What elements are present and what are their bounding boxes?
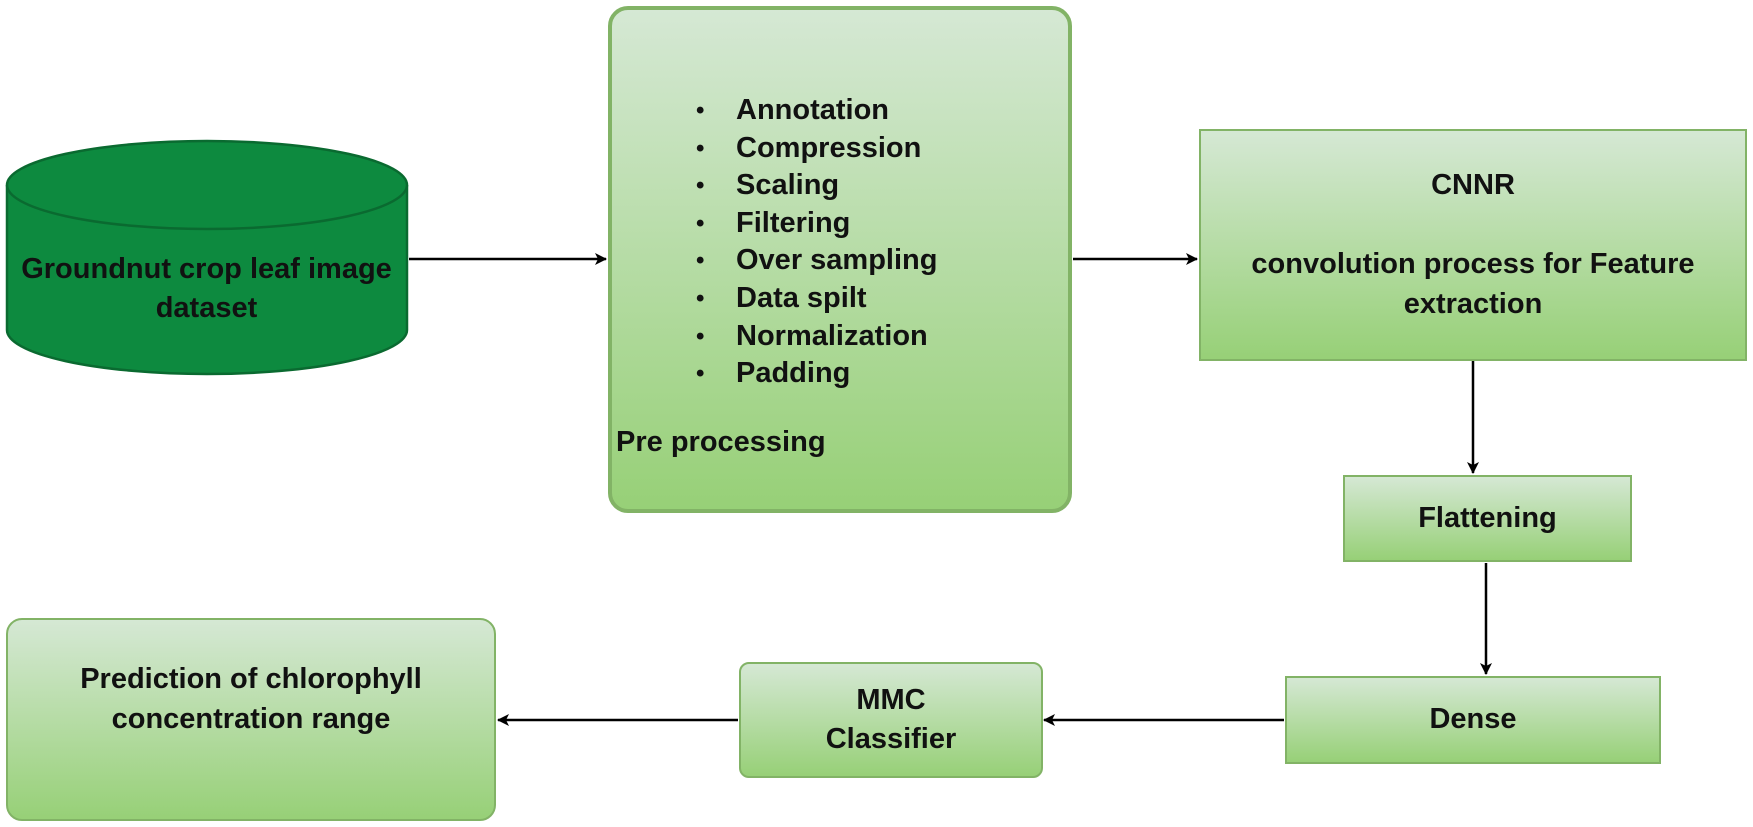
preprocessing-list: Annotation Compression Scaling Filtering… (696, 92, 937, 393)
dataset-cylinder (5, 139, 409, 376)
classifier-line1: MMC (856, 683, 926, 716)
list-item: Normalization (696, 318, 937, 356)
list-item: Over sampling (696, 242, 937, 280)
classifier-line2: Classifier (825, 723, 957, 755)
dense-label: Dense (1429, 703, 1517, 736)
flattening-box: Flattening (1343, 475, 1632, 562)
prediction-box: Prediction of chlorophyll concentration … (6, 618, 496, 821)
flattening-label: Flattening (1418, 501, 1557, 534)
classifier-box: MMC Classifier (739, 662, 1043, 778)
cnnr-title: CNNR (1431, 169, 1515, 202)
list-item: Padding (696, 355, 937, 393)
list-item: Scaling (696, 167, 937, 205)
list-item: Compression (696, 130, 937, 168)
dataset-label: Groundnut crop leaf image dataset (21, 253, 392, 325)
list-item: Filtering (696, 205, 937, 243)
preprocessing-caption: Pre processing (616, 426, 826, 458)
dense-box: Dense (1285, 676, 1661, 764)
list-item: Data spilt (696, 280, 937, 318)
list-item: Annotation (696, 92, 937, 130)
cnnr-description: convolution process for Feature extracti… (1251, 248, 1695, 320)
preprocessing-box: Annotation Compression Scaling Filtering… (608, 6, 1072, 513)
prediction-label: Prediction of chlorophyll concentration … (80, 663, 422, 735)
cnnr-box: CNNR convolution process for Feature ext… (1199, 129, 1747, 361)
